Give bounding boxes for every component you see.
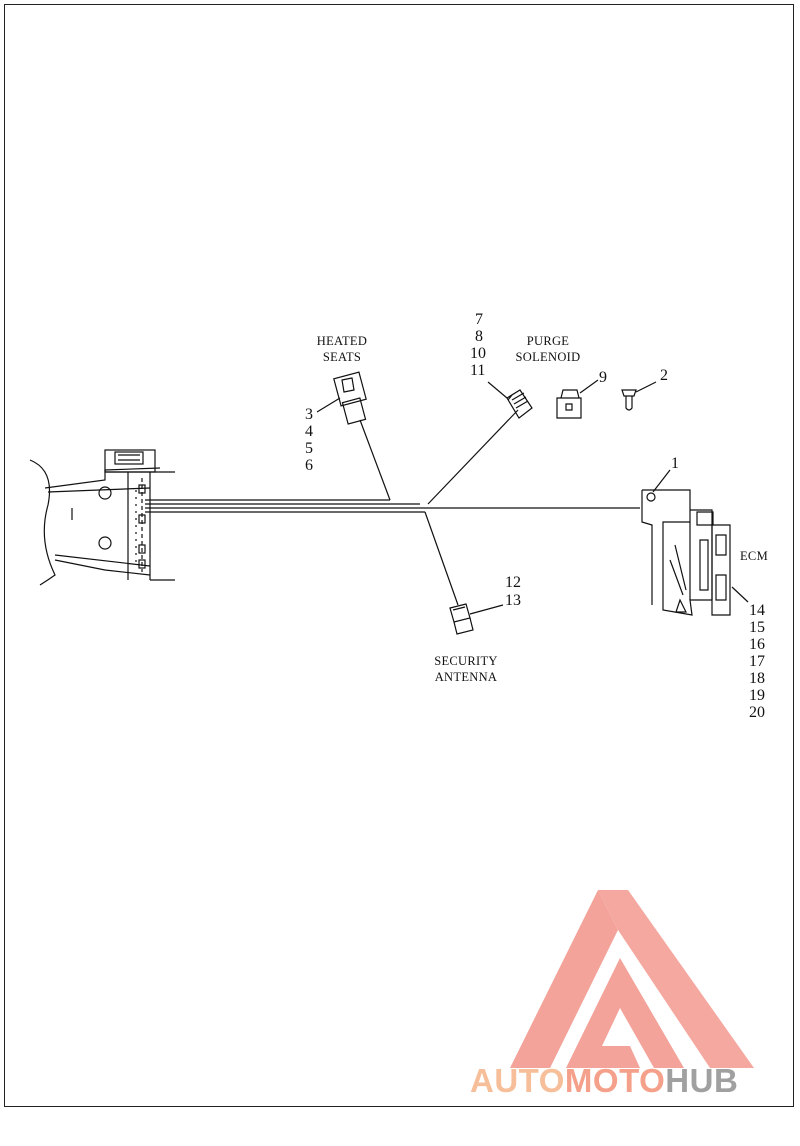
callout-19: 19	[749, 687, 765, 704]
callout-8: 8	[475, 328, 483, 345]
callout-4: 4	[305, 423, 313, 440]
frame-bracket-left	[29, 449, 175, 586]
leader-pin	[635, 381, 657, 393]
callout-11: 11	[470, 362, 486, 379]
heated-seats-label-line2: SEATS	[322, 349, 362, 364]
callout-14: 14	[749, 602, 765, 619]
purge-solenoid-label-line1: PURGE	[526, 334, 570, 348]
callout-16: 16	[749, 636, 765, 653]
logo-text-moto: MOTO	[564, 1062, 666, 1099]
purge-solenoid-label-line2: SOLENOID	[515, 349, 581, 364]
callout-9: 9	[599, 369, 607, 386]
purge-solenoid-label: PURGE SOLENOID	[508, 335, 588, 363]
callout-6: 6	[305, 457, 313, 474]
callout-13: 13	[505, 592, 521, 609]
leader-purge-solenoid	[579, 379, 599, 394]
ecm-callouts: 14 15 16 17 18 19 20	[749, 602, 765, 721]
purge-connector-callouts: 7 8 10 11	[470, 311, 486, 379]
automotohub-logo-text: AUTOMOTOHUB	[470, 1064, 794, 1097]
callout-2: 2	[660, 367, 668, 384]
heated-seats-label-line1: HEATED	[316, 334, 368, 348]
callout-17: 17	[749, 653, 765, 670]
security-antenna-label-line1: SECURITY	[434, 654, 498, 668]
callout-1: 1	[671, 455, 679, 472]
leader-security-antenna	[469, 604, 504, 615]
callout-12: 12	[505, 574, 521, 591]
leader-ecm-bracket	[652, 469, 671, 493]
security-antenna-label-line2: ANTENNA	[434, 669, 498, 684]
security-antenna-callouts: 12 13	[505, 574, 521, 609]
harness-trunk	[145, 409, 640, 606]
pin-part	[621, 389, 637, 411]
security-antenna-connector	[449, 603, 474, 635]
heated-seats-callouts: 3 4 5 6	[305, 406, 313, 474]
page-border	[4, 4, 794, 1107]
logo-text-auto: AUTO	[470, 1062, 565, 1099]
security-antenna-label: SECURITY ANTENNA	[426, 655, 506, 683]
leader-purge-connector	[487, 381, 508, 399]
heated-seats-label: HEATED SEATS	[312, 335, 372, 363]
purge-solenoid-part	[556, 389, 582, 419]
callout-18: 18	[749, 670, 765, 687]
automotohub-logo	[510, 890, 754, 1068]
purge-connector	[506, 389, 533, 419]
ecm-label: ECM	[740, 549, 768, 563]
heated-seats-connector	[333, 371, 367, 425]
logo-text-hub: HUB	[665, 1062, 739, 1099]
leader-heated-seats	[316, 397, 341, 413]
callout-7: 7	[475, 311, 483, 328]
callout-5: 5	[305, 440, 313, 457]
ecm-assembly	[641, 489, 731, 616]
callout-10: 10	[470, 345, 486, 362]
leader-ecm	[731, 586, 749, 603]
callout-15: 15	[749, 619, 765, 636]
callout-20: 20	[749, 704, 765, 721]
callout-3: 3	[305, 406, 313, 423]
